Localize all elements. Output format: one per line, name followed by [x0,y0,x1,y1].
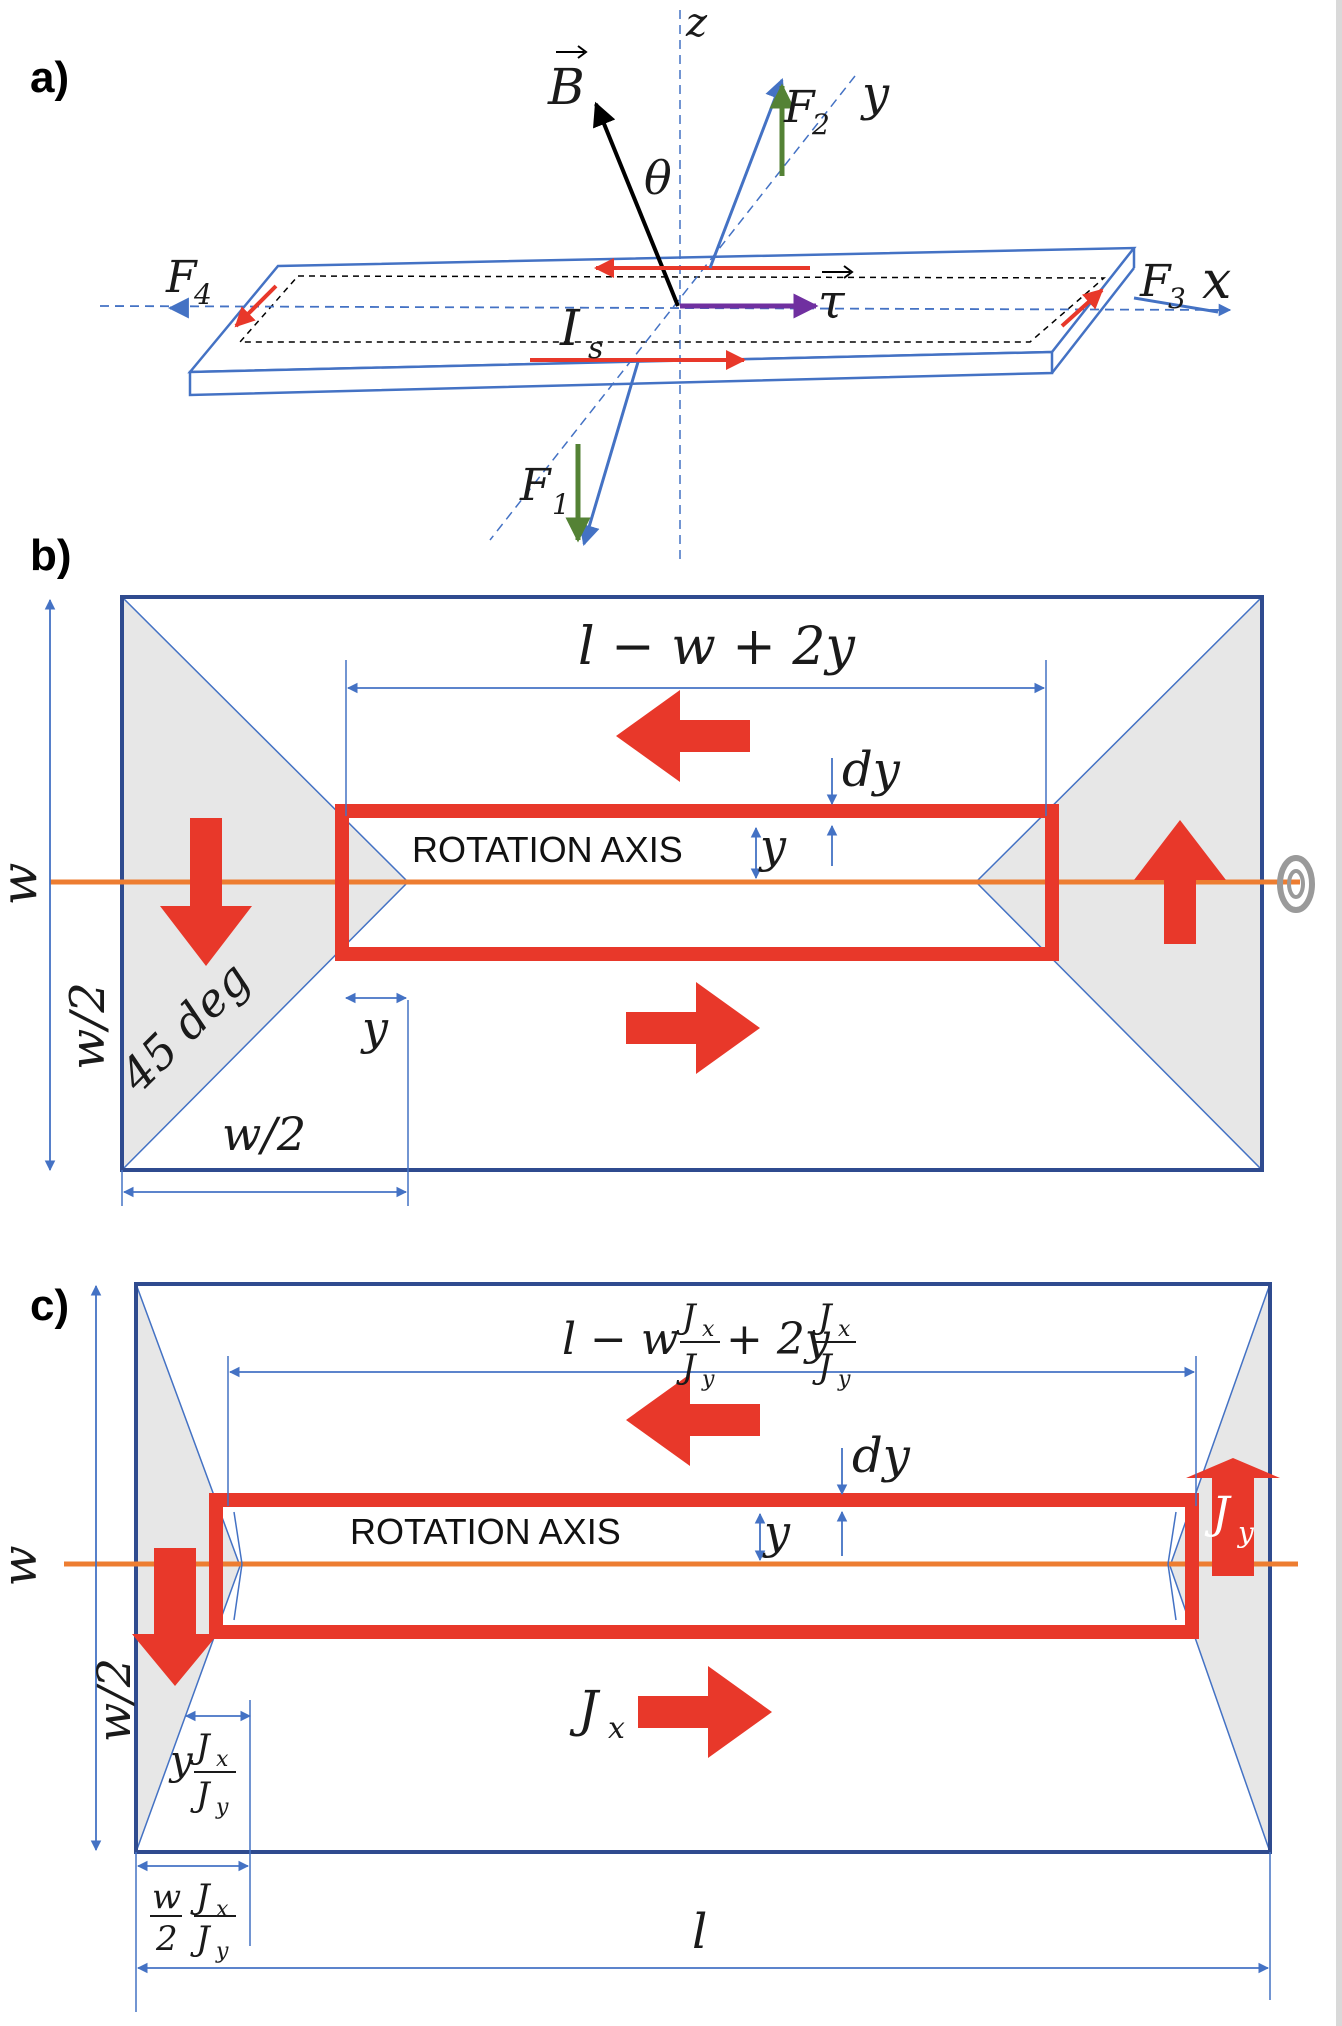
current-arrow-right-b [626,982,760,1074]
y-frac-den: J [190,1775,212,1815]
bottom-num: J [190,1877,212,1917]
frac1-num-sub: x [702,1317,715,1342]
panel-a: a) z y x B θ τ I s [30,0,1231,560]
length-label-b: l − w + 2y [578,617,855,677]
current-arrow-jx-c [638,1666,772,1758]
axis-z-label: z [685,0,708,46]
current-strip-loop-b [335,804,1059,961]
panel-c: c) ROTATION AXIS J x J y l − w J x [0,1281,1298,2012]
force-f3-sub: 3 [1168,282,1186,315]
length-bottom-label-c: l [692,1904,707,1960]
frac2-num: J [812,1297,834,1337]
force-f2-sub: 2 [811,108,830,141]
length-pre-c: l − w [562,1314,679,1365]
y-offset-label-b: y [360,1001,389,1055]
frac2-den-sub: y [837,1367,851,1392]
current-arrow-down-b [160,818,252,966]
current-arrow-up-b [1134,820,1226,944]
length-mid-c: + 2y [726,1314,831,1365]
dy-label-c: dy [852,1428,911,1484]
current-loop [238,275,1107,343]
dy-label-b: dy [842,742,901,798]
current-arrow-left-c [626,1374,760,1466]
panel-b: b) ROTATION AXIS l − w + 2y w w/2 [0,531,1315,1206]
current-arrow-right [1060,288,1104,328]
length-label-c: l − w J x J y + 2y J x J y [562,1297,856,1392]
bottom-num-sub: x [216,1897,229,1922]
current-strip-loop-c [209,1493,1199,1639]
axis-y-label: y [860,66,890,122]
half-width-label-c: w/2 [87,1658,141,1742]
force-f1-sub: 1 [552,488,570,521]
jx-label-c: J [569,1680,601,1738]
current-arrow-left [234,284,278,328]
half-width-bottom-label-b: w/2 [222,1107,306,1161]
rotation-axis-label-b: ROTATION AXIS [412,829,683,870]
rotation-axis-label-c: ROTATION AXIS [350,1511,621,1552]
bottom-frac-label-c: w 2 J x J y [150,1877,236,1964]
y-axis [489,75,856,541]
y-label-c: y [762,1505,791,1559]
bottom-w: w [152,1877,181,1917]
bottom-2: 2 [155,1919,178,1959]
force-f4-label: F [165,252,198,303]
force-f2-label: F [783,82,816,133]
frac2-den: J [812,1347,834,1387]
current-arrow-jy-c [1186,1458,1280,1576]
axis-x-label: x [1202,251,1231,311]
current-arrow-left-b [616,690,750,782]
panel-c-label: c) [30,1281,69,1330]
x-axis [99,303,1232,317]
y-frac-num-sub: x [216,1747,229,1772]
current-arrow-down-c [132,1548,218,1686]
panel-a-label: a) [30,53,69,102]
y-frac-num: J [190,1727,212,1767]
bottom-den-sub: y [215,1939,229,1964]
scrollbar[interactable] [1336,0,1342,2026]
force-f3-label: F [1139,256,1172,307]
b-field-arrow [593,101,680,307]
current-label: I [559,299,581,357]
width-label-b: w [0,863,48,906]
torque-label: τ [818,274,846,330]
rotation-symbol-icon [1277,855,1315,913]
frac2-num-sub: x [838,1317,851,1342]
half-width-label-b: w/2 [60,982,116,1070]
theta-label: θ [644,151,672,205]
frac1-den-sub: y [701,1367,715,1392]
y-frac-label-c: y J x J y [168,1727,236,1820]
jx-sub-c: x [608,1711,625,1746]
bottom-den: J [190,1919,212,1959]
y-label-b: y [758,819,787,873]
current-sub: s [588,331,603,366]
b-field-label: B [547,58,585,116]
force-f4-sub: 4 [193,278,212,311]
y-frac-prefix: y [168,1738,194,1784]
frac1-den: J [676,1347,698,1387]
width-label-c: w [0,1545,48,1586]
y-frac-den-sub: y [215,1795,229,1820]
strip-outline-c [134,1282,1272,1854]
jy-sub-c: y [1236,1516,1255,1549]
frac1-num: J [676,1297,698,1337]
panel-b-label: b) [30,531,72,580]
force-f1-label: F [519,460,552,511]
